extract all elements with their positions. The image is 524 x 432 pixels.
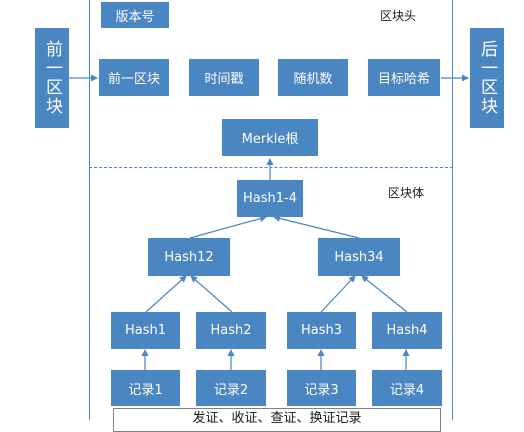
timestamp-node: 时间戳	[189, 59, 259, 96]
hash1-node: Hash1	[111, 312, 180, 349]
record3-node: 记录3	[287, 370, 356, 406]
hash34-node: Hash34	[318, 238, 400, 276]
record4-node: 记录4	[372, 370, 442, 406]
prev-block-node: 前一区块	[35, 28, 69, 128]
next-block-node: 后一区块	[470, 28, 504, 128]
record1-node: 记录1	[111, 370, 180, 406]
diagram-connectors	[69, 74, 469, 370]
arrow-hash4-to-hash34	[361, 275, 408, 313]
block-header-frame	[89, 0, 453, 168]
hash4-node: Hash4	[372, 312, 442, 349]
hash12-node: Hash12	[148, 238, 230, 276]
merkle-root-node: Merkle根	[222, 119, 318, 156]
nonce-node: 随机数	[278, 59, 348, 96]
block-header-label: 区块头	[380, 9, 417, 23]
hash14-node: Hash1-4	[237, 180, 303, 217]
transactions-caption: 发证、收证、查证、换证记录	[113, 408, 441, 432]
record2-node: 记录2	[196, 370, 266, 406]
hash3-node: Hash3	[287, 312, 356, 349]
block-body-frame	[89, 168, 453, 420]
arrow-hash1-to-hash12	[145, 275, 187, 313]
arrow-hash3-to-hash34	[320, 275, 356, 313]
arrow-hash34-to-hash14	[273, 215, 360, 239]
version-node: 版本号	[101, 2, 169, 28]
prev-hash-node: 前一区块	[99, 59, 169, 96]
target-hash-node: 目标哈希	[368, 59, 440, 96]
arrow-hash12-to-hash14	[189, 215, 267, 239]
arrow-hash2-to-hash12	[190, 275, 233, 313]
block-structure-diagram: 前一区块 后一区块 区块头 区块体 版本号 前一区块 时间戳 随机数 目标哈希 …	[35, 0, 504, 432]
block-body-label: 区块体	[388, 186, 425, 200]
hash2-node: Hash2	[196, 312, 266, 349]
